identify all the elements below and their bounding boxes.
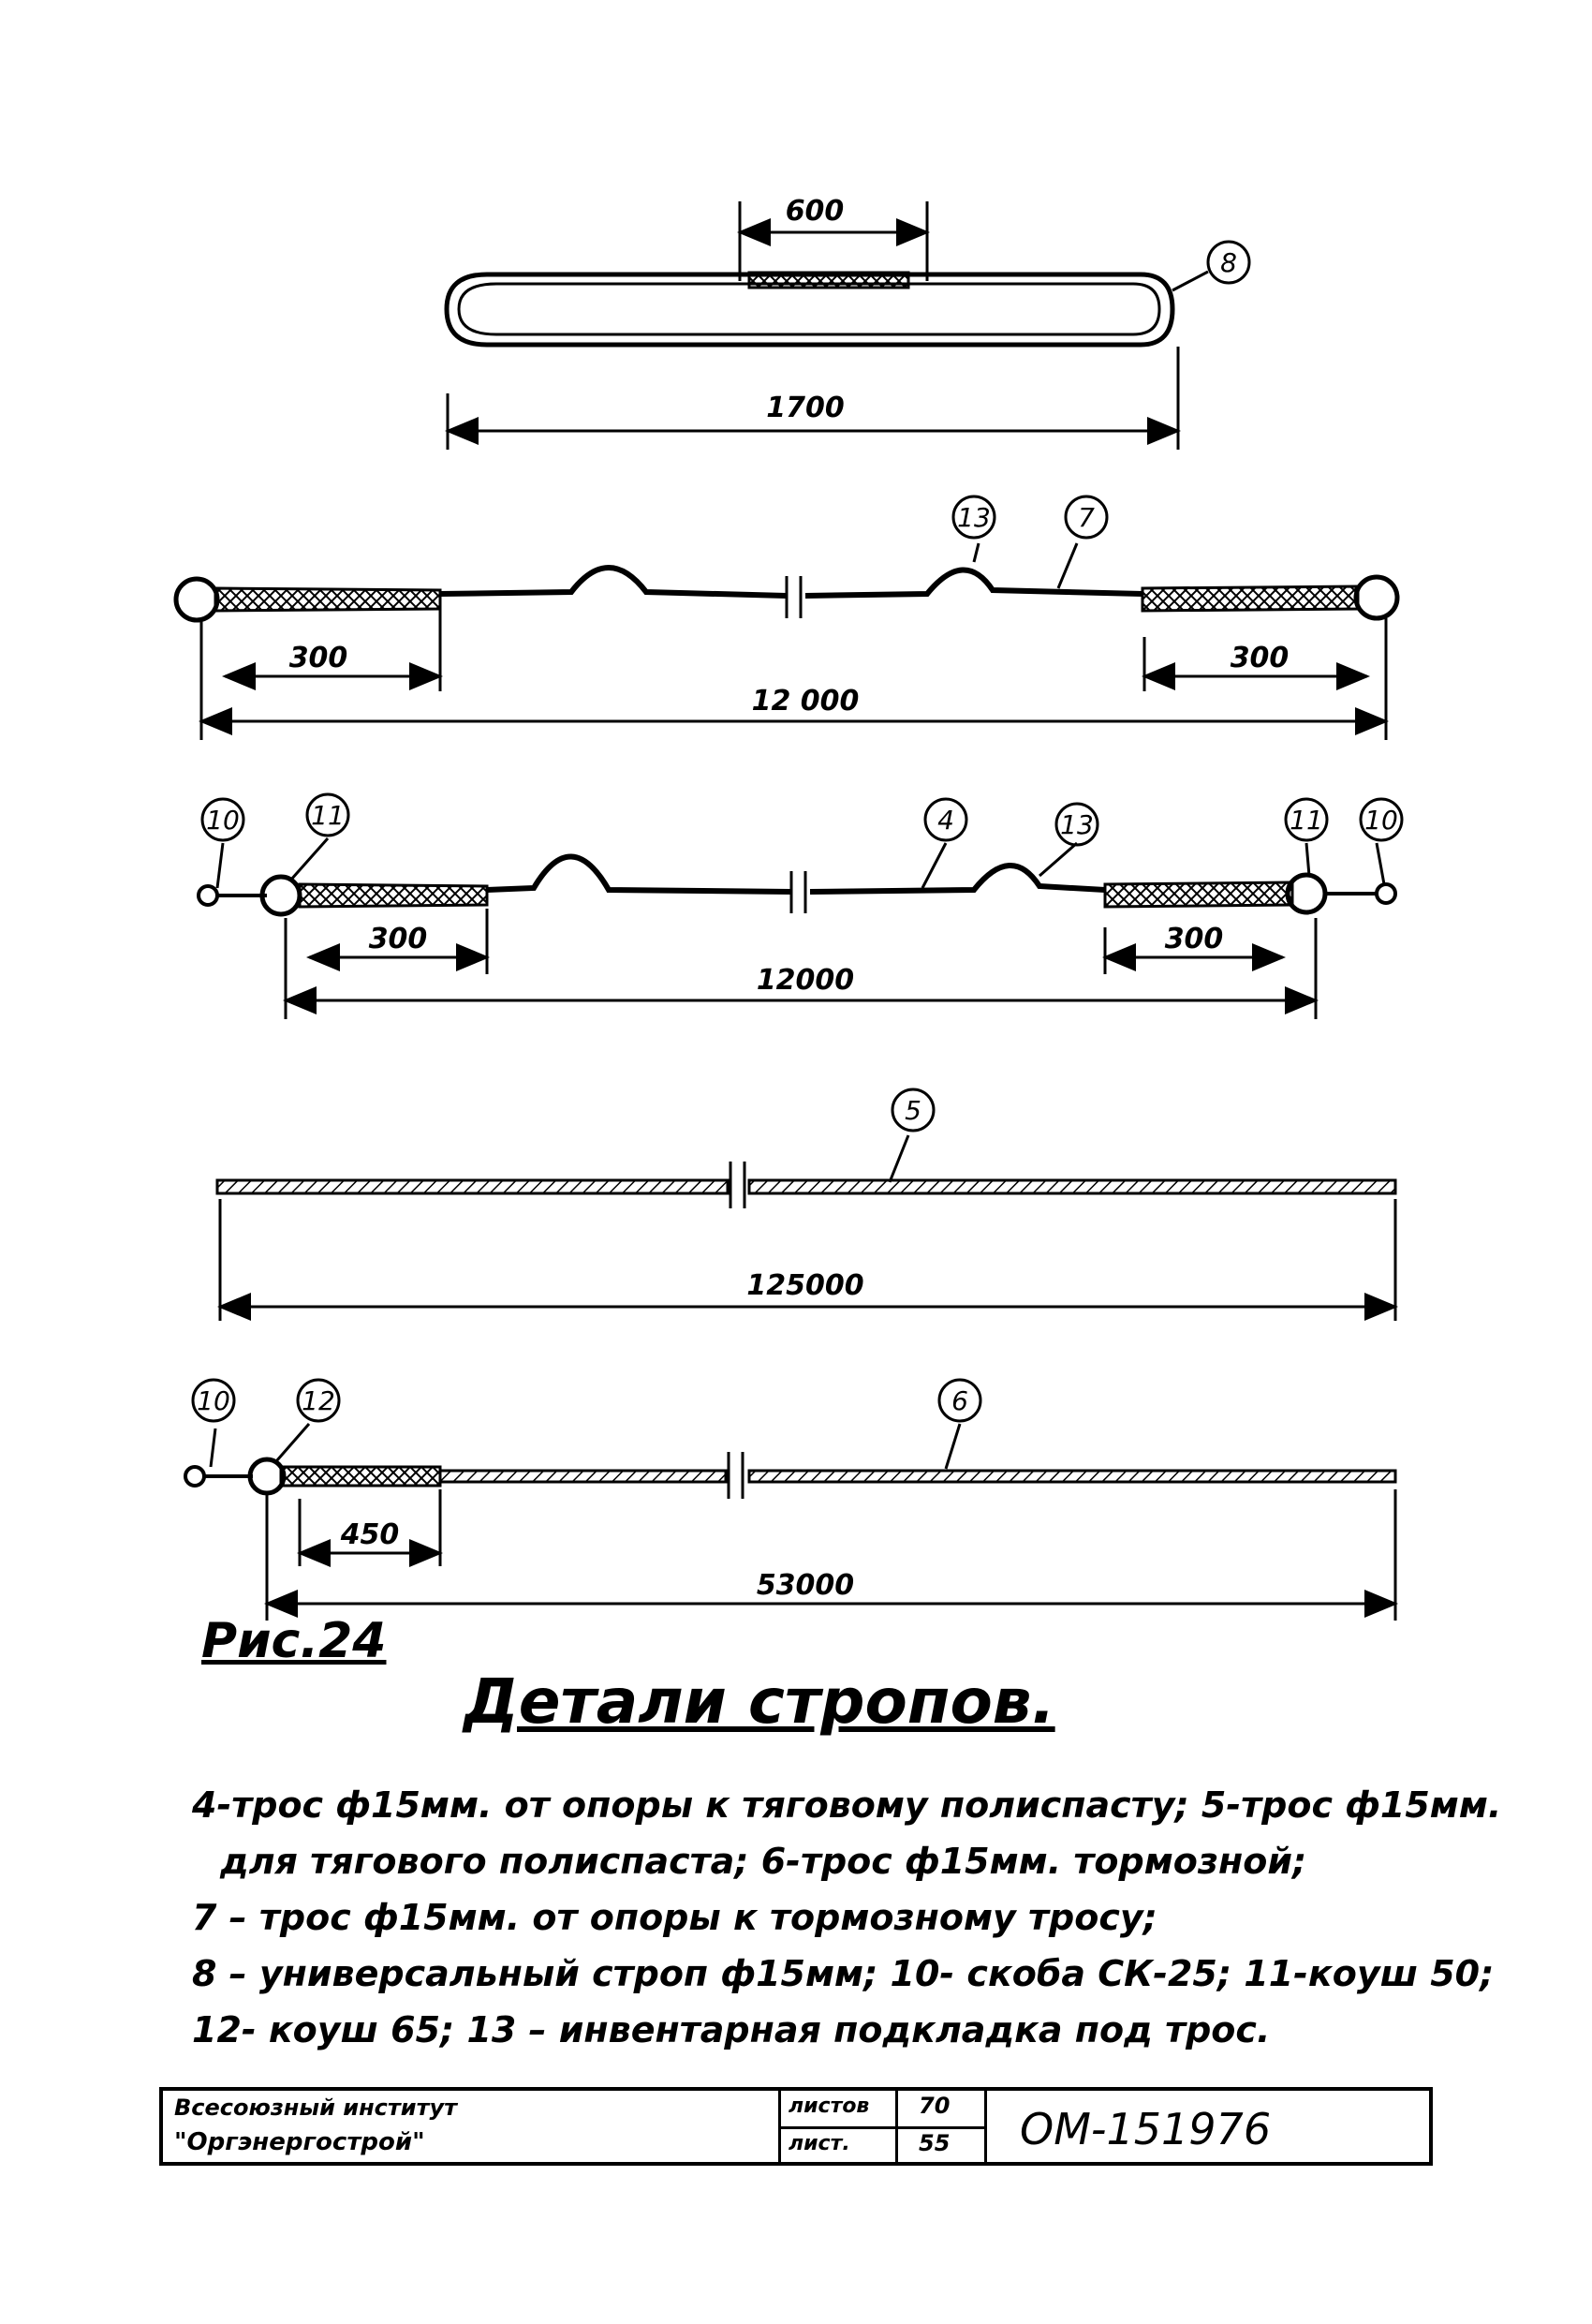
org-cell: Всесоюзный институт "Оргэнергострой" <box>163 2091 781 2162</box>
callout-circle <box>191 1378 236 1423</box>
callout-11-left: 11 <box>311 800 345 831</box>
callout-circle <box>1359 797 1404 842</box>
callout-circle <box>1064 495 1109 540</box>
rope-5-drawing <box>215 1088 1398 1321</box>
callout-5: 5 <box>905 1095 921 1126</box>
legend-line-4: 8 – универсальный строп ф15мм; 10- скоба… <box>192 1953 1495 1994</box>
callout-circle <box>923 797 968 842</box>
callout-10: 10 <box>197 1385 230 1416</box>
callout-circle <box>1054 802 1099 847</box>
eye-right <box>1353 574 1400 621</box>
dim-1700: 1700 <box>766 392 845 424</box>
dim-53000: 53000 <box>757 1569 854 1602</box>
org-name-2: "Оргэнергострой" <box>174 2128 425 2156</box>
dim-300-left: 300 <box>369 923 428 955</box>
figure-title: Детали стропов. <box>464 1665 1055 1738</box>
callout-12: 12 <box>302 1385 335 1416</box>
callout-13: 13 <box>1060 809 1094 840</box>
callout-8: 8 <box>1220 247 1237 278</box>
sheets-label: листов <box>789 2095 870 2118</box>
callout-11-right: 11 <box>1290 805 1323 836</box>
dim-125000: 125000 <box>746 1269 863 1302</box>
rope-7-drawing <box>173 495 1400 740</box>
dim-12000: 12000 <box>757 964 854 997</box>
callout-circle <box>1284 797 1329 842</box>
eye-left <box>173 576 220 623</box>
sling-8-loop <box>444 272 1175 348</box>
rope-4-drawing <box>197 792 1404 1019</box>
org-name: Всесоюзный институт <box>174 2095 458 2121</box>
thimble-left <box>247 1457 287 1496</box>
callout-circle <box>891 1088 936 1132</box>
splice-zone <box>747 271 910 289</box>
dim-300-right: 300 <box>1165 923 1224 955</box>
labels-cell: листов лист. <box>781 2091 898 2162</box>
callout-circle <box>1206 240 1251 285</box>
callout-circle <box>937 1378 982 1423</box>
dim-450: 450 <box>340 1518 400 1551</box>
sheet-label: лист. <box>789 2132 850 2155</box>
rope-6-drawing <box>184 1378 1398 1621</box>
callout-circle <box>200 797 245 842</box>
sheet-number: 55 <box>919 2130 951 2156</box>
callout-circle <box>296 1378 341 1423</box>
values-cell: 70 55 <box>898 2091 987 2162</box>
title-block: Всесоюзный институт "Оргэнергострой" лис… <box>159 2087 1433 2166</box>
title-block-divider <box>781 2126 987 2129</box>
callout-6: 6 <box>951 1385 968 1416</box>
sheets-count: 70 <box>919 2093 951 2119</box>
callout-7: 7 <box>1078 502 1095 533</box>
callout-13: 13 <box>957 502 991 533</box>
thimble-left <box>259 874 302 917</box>
callout-4: 4 <box>937 805 954 836</box>
callout-10-right: 10 <box>1364 805 1398 836</box>
figure-number: Рис.24 <box>201 1613 387 1669</box>
dim-300-right: 300 <box>1231 642 1290 674</box>
callout-circle <box>951 495 996 540</box>
legend-line-5: 12- коуш 65; 13 – инвентарная подкладка … <box>192 2009 1271 2050</box>
callout-circle <box>305 792 350 837</box>
dim-300-left: 300 <box>289 642 348 674</box>
legend-line-1: 4-трос ф15мм. от опоры к тяговому полисп… <box>192 1784 1502 1826</box>
legend-line-2: для тягового полиспаста; 6-трос ф15мм. т… <box>220 1841 1307 1882</box>
legend-line-3: 7 – трос ф15мм. от опоры к тормозному тр… <box>192 1897 1157 1938</box>
dim-600: 600 <box>786 195 845 228</box>
document-code: ОМ-151976 <box>1020 2104 1272 2154</box>
sling-8-drawing <box>444 201 1251 450</box>
dim-12000: 12 000 <box>752 685 860 718</box>
callout-10-left: 10 <box>206 805 240 836</box>
